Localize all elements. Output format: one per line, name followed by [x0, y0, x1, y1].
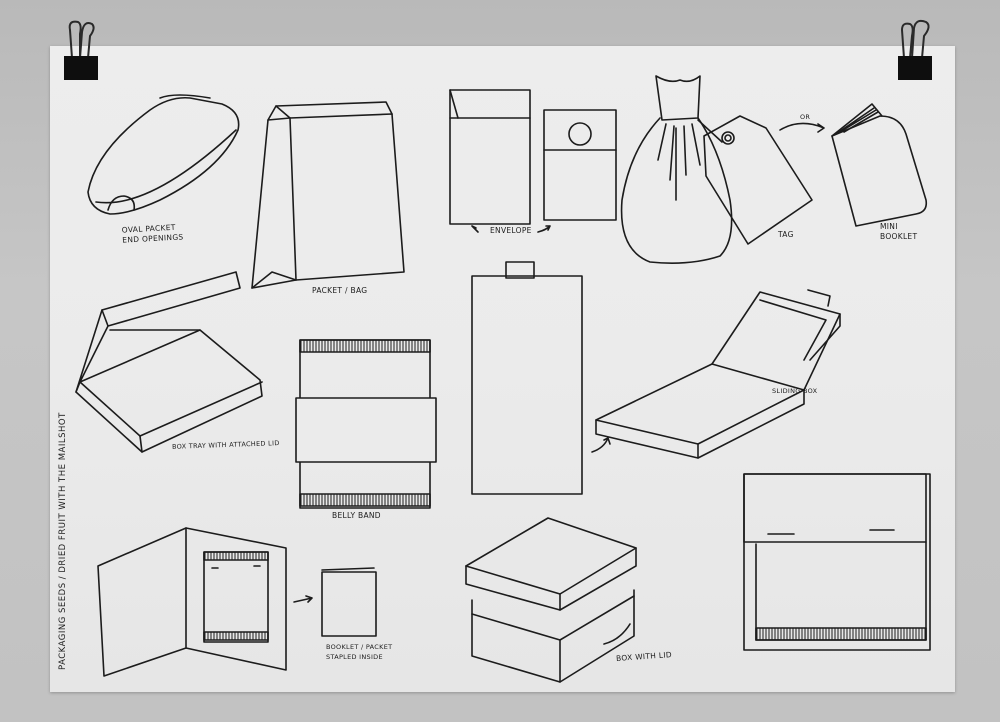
label-line: STAPLED INSIDE [326, 653, 383, 661]
label-line: BOOKLET [880, 232, 918, 241]
binder-clip-right [898, 19, 932, 80]
card-arrow [293, 595, 313, 603]
sliding-box-arrow [591, 437, 611, 453]
label-mini-booklet: MINI BOOKLET [880, 222, 917, 242]
envelope-arrow-left [471, 225, 479, 233]
label-belly-band: BELLY BAND [332, 511, 381, 520]
tall-box-drawing [471, 261, 583, 495]
label-or: OR [800, 113, 811, 121]
label-oval-packet: OVAL PACKET END OPENINGS [122, 222, 184, 245]
or-arrow [779, 122, 825, 133]
label-sliding-box: SLIDING BOX [772, 387, 818, 395]
folder-pocket-drawing [743, 473, 931, 651]
label-tag: TAG [778, 230, 794, 239]
envelope-drawing [449, 89, 617, 225]
envelope-arrow-right [537, 225, 551, 233]
label-line: MINI [880, 222, 898, 231]
sheet-side-title: PACKAGING SEEDS / DRIED FRUIT WITH THE M… [58, 412, 68, 670]
sliding-box-drawing [595, 289, 841, 459]
mini-booklet-drawing [831, 103, 928, 227]
sketch-paper-sheet [50, 46, 955, 692]
label-booklet-packet: BOOKLET / PACKET STAPLED INSIDE [326, 642, 392, 662]
box-lid-leader-line [603, 623, 631, 645]
label-line: BOOKLET / PACKET [326, 643, 393, 651]
small-booklet-drawing [321, 567, 377, 637]
packet-bag-drawing [251, 101, 405, 289]
box-with-lid-drawing [465, 517, 637, 683]
folding-card-drawing [97, 527, 287, 677]
binder-clip-left [64, 20, 98, 80]
label-packet-bag: PACKET / BAG [312, 286, 368, 295]
oval-packet-drawing [87, 94, 240, 215]
drawstring-bag-drawing [620, 75, 733, 264]
belly-band-drawing [295, 339, 437, 509]
tag-drawing [703, 115, 813, 245]
box-tray-drawing [75, 271, 263, 453]
label-envelope: ENVELOPE [490, 226, 532, 235]
